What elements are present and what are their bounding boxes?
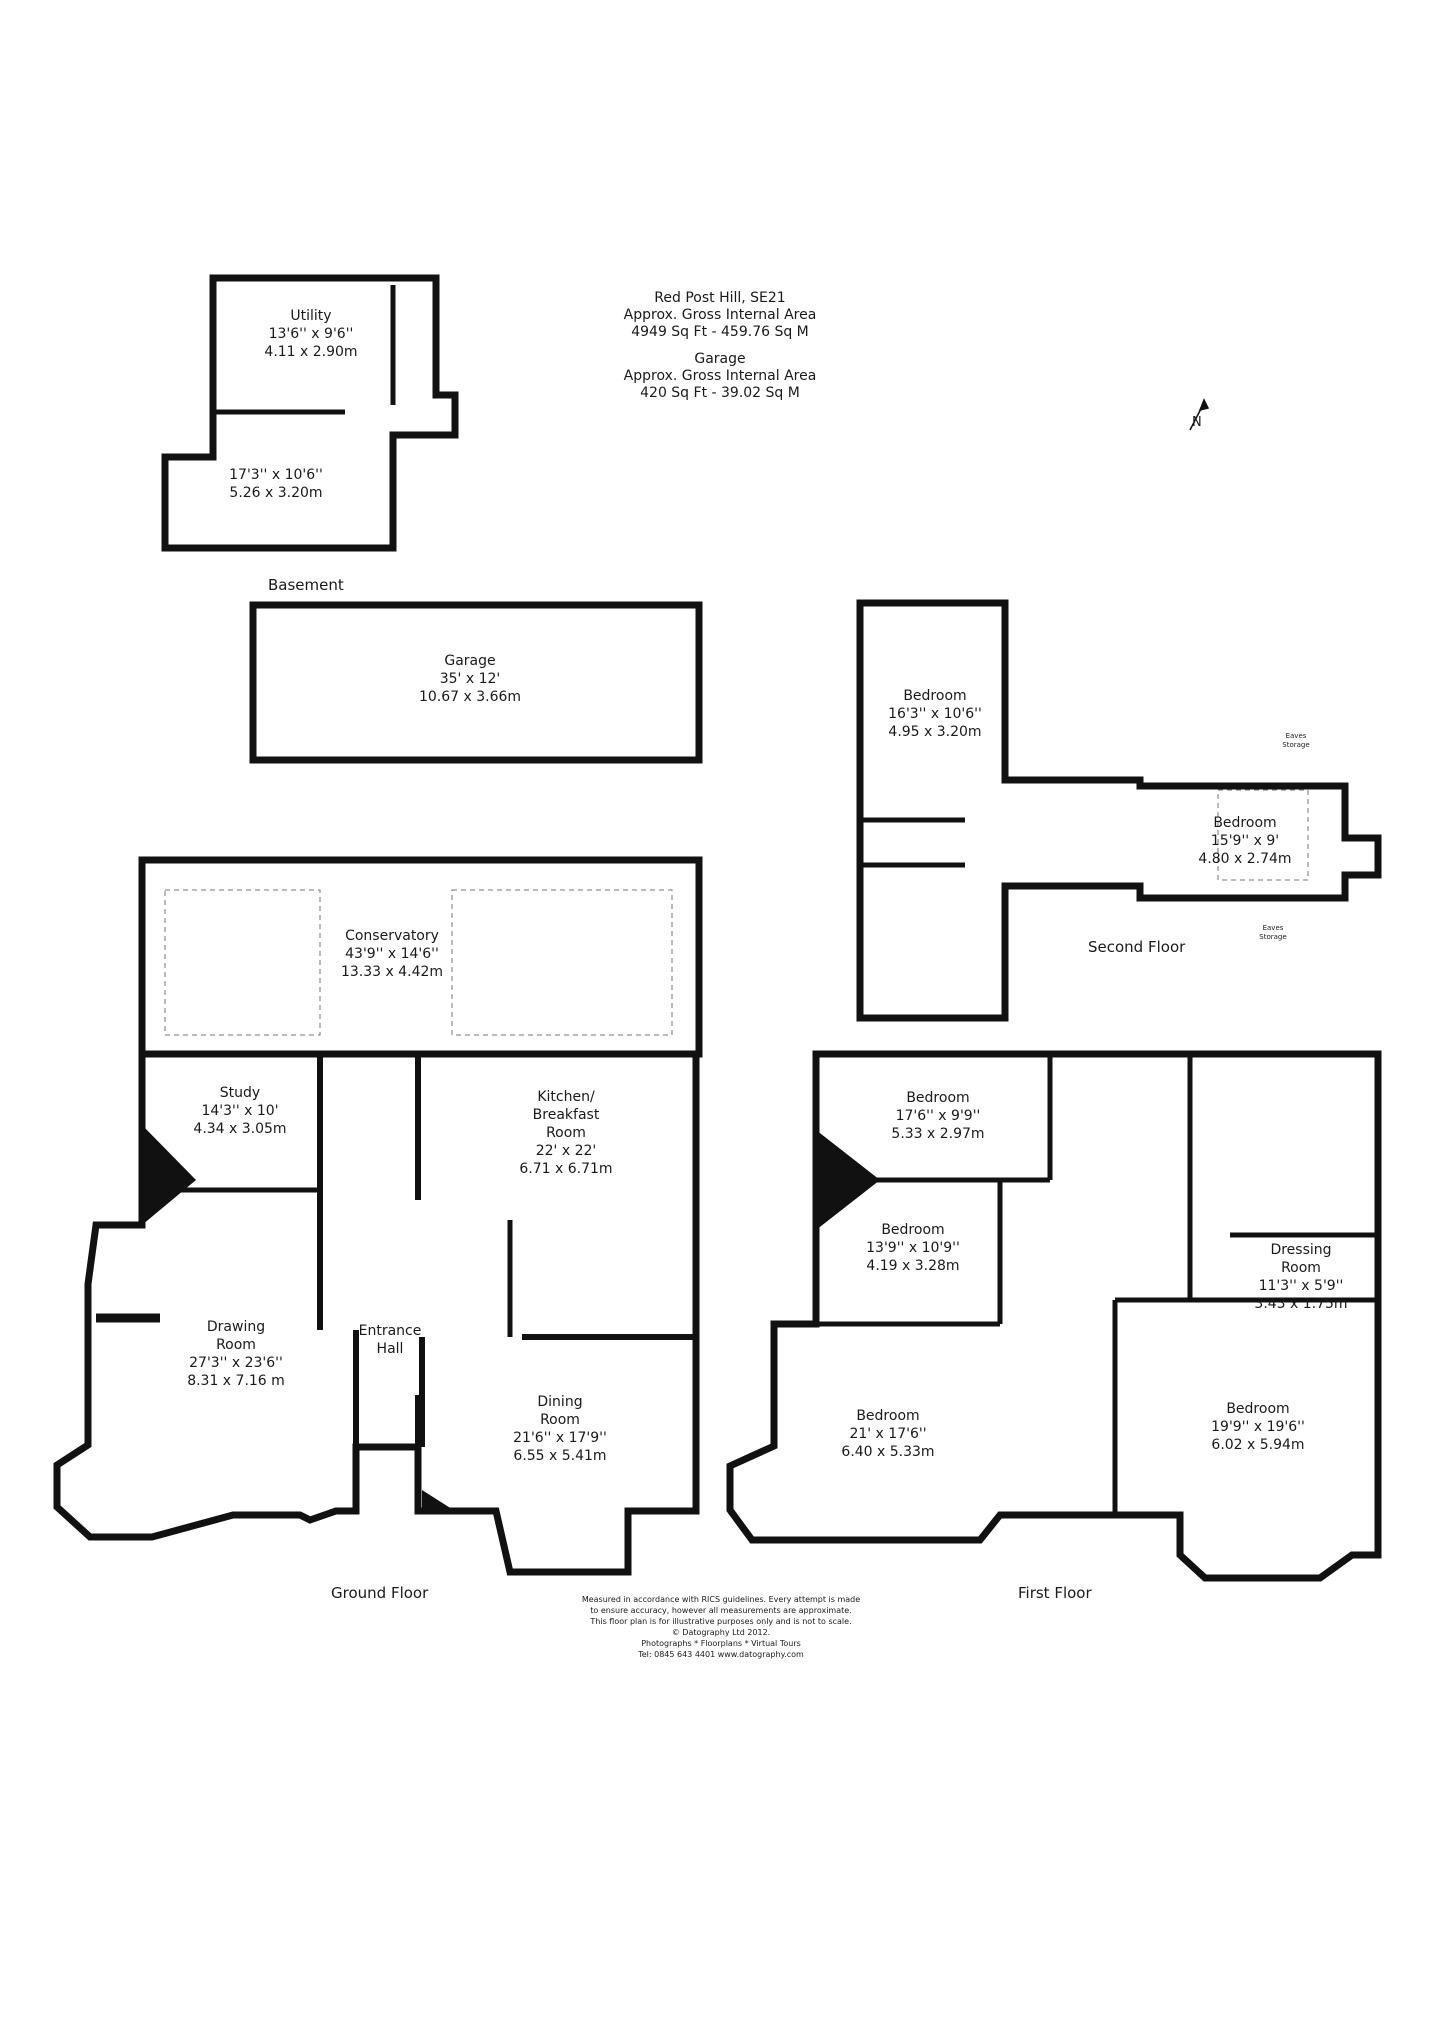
conservatory-roof-left bbox=[164, 889, 321, 1036]
drawing-name-1: Drawing bbox=[207, 1319, 265, 1335]
second-bedroom-2-imperial: 15'9'' x 9' bbox=[1211, 833, 1279, 849]
north-arrow-icon: N bbox=[1189, 398, 1210, 431]
first-bedroom-4-name: Bedroom bbox=[1226, 1401, 1289, 1417]
first-bedroom-2-metric: 4.19 x 3.28m bbox=[866, 1258, 959, 1274]
garage-area-title: Garage bbox=[694, 351, 746, 367]
dressing-name-1: Dressing bbox=[1270, 1242, 1331, 1258]
house-area-value: 4949 Sq Ft - 459.76 Sq M bbox=[631, 324, 809, 340]
conservatory-roof-right bbox=[451, 889, 673, 1036]
drawing-metric: 8.31 x 7.16 m bbox=[187, 1373, 285, 1389]
dressing-metric: 3.43 x 1.75m bbox=[1254, 1296, 1347, 1312]
first-bedroom-2-name: Bedroom bbox=[881, 1222, 944, 1238]
second-bedroom-1-imperial: 16'3'' x 10'6'' bbox=[888, 706, 982, 722]
dining-name-1: Dining bbox=[537, 1394, 582, 1410]
first-bedroom-3-metric: 6.40 x 5.33m bbox=[841, 1444, 934, 1460]
eaves-storage-2-line1: Eaves bbox=[1263, 924, 1284, 932]
chimney-first bbox=[816, 1130, 880, 1230]
first-floor-walls bbox=[726, 1050, 1382, 1582]
dining-name-2: Room bbox=[540, 1412, 580, 1428]
study-metric: 4.34 x 3.05m bbox=[193, 1121, 286, 1137]
second-floor-label: Second Floor bbox=[1088, 938, 1186, 956]
ground-floor-label: Ground Floor bbox=[331, 1584, 429, 1602]
entrance-name-1: Entrance bbox=[359, 1323, 422, 1339]
disclaimer-line-1: Measured in accordance with RICS guideli… bbox=[581, 1595, 861, 1604]
house-area-label: Approx. Gross Internal Area bbox=[623, 307, 817, 323]
basement-room-metric: 5.26 x 3.20m bbox=[229, 485, 322, 501]
chimney-study bbox=[142, 1125, 196, 1225]
garage-walls bbox=[249, 601, 703, 764]
eaves-storage-1-line1: Eaves bbox=[1286, 732, 1307, 740]
disclaimer-line-5: Photographs * Floorplans * Virtual Tours bbox=[641, 1639, 801, 1648]
first-bedroom-1-imperial: 17'6'' x 9'9'' bbox=[896, 1108, 981, 1124]
first-bedroom-4-metric: 6.02 x 5.94m bbox=[1211, 1437, 1304, 1453]
chimney-dining bbox=[422, 1490, 455, 1511]
drawing-imperial: 27'3'' x 23'6'' bbox=[189, 1355, 283, 1371]
dining-metric: 6.55 x 5.41m bbox=[513, 1448, 606, 1464]
first-bedroom-4-imperial: 19'9'' x 19'6'' bbox=[1211, 1419, 1305, 1435]
first-bedroom-1-metric: 5.33 x 2.97m bbox=[891, 1126, 984, 1142]
entrance-name-2: Hall bbox=[377, 1341, 404, 1357]
dining-imperial: 21'6'' x 17'9'' bbox=[513, 1430, 607, 1446]
conservatory-name: Conservatory bbox=[345, 928, 439, 944]
second-bedroom-1-name: Bedroom bbox=[903, 688, 966, 704]
second-bedroom-2-metric: 4.80 x 2.74m bbox=[1198, 851, 1291, 867]
garage-area-value: 420 Sq Ft - 39.02 Sq M bbox=[640, 385, 800, 401]
second-bedroom-2-name: Bedroom bbox=[1213, 815, 1276, 831]
study-name: Study bbox=[220, 1085, 260, 1101]
garage-area-label: Approx. Gross Internal Area bbox=[623, 368, 817, 384]
disclaimer-line-6: Tel: 0845 643 4401 www.datography.com bbox=[638, 1650, 804, 1659]
disclaimer-line-3: This floor plan is for illustrative purp… bbox=[590, 1617, 852, 1626]
kitchen-metric: 6.71 x 6.71m bbox=[519, 1161, 612, 1177]
dressing-name-2: Room bbox=[1281, 1260, 1321, 1276]
garage-name: Garage bbox=[444, 653, 495, 669]
utility-imperial: 13'6'' x 9'6'' bbox=[269, 326, 354, 342]
second-bedroom-1-metric: 4.95 x 3.20m bbox=[888, 724, 981, 740]
kitchen-imperial: 22' x 22' bbox=[536, 1143, 597, 1159]
north-arrow-label: N bbox=[1192, 415, 1202, 430]
garage-metric: 10.67 x 3.66m bbox=[419, 689, 521, 705]
conservatory-metric: 13.33 x 4.42m bbox=[341, 964, 443, 980]
disclaimer-line-2: to ensure accuracy, however all measurem… bbox=[590, 1606, 852, 1615]
first-bedroom-2-imperial: 13'9'' x 10'9'' bbox=[866, 1240, 960, 1256]
disclaimer: Measured in accordance with RICS guideli… bbox=[556, 1594, 886, 1660]
basement-room-imperial: 17'3'' x 10'6'' bbox=[229, 467, 323, 483]
second-bed-dash bbox=[1217, 789, 1309, 881]
dressing-imperial: 11'3'' x 5'9'' bbox=[1259, 1278, 1344, 1294]
first-bedroom-1-name: Bedroom bbox=[906, 1090, 969, 1106]
eaves-storage-2-line2: Storage bbox=[1259, 933, 1286, 941]
disclaimer-line-4: © Datography Ltd 2012. bbox=[671, 1628, 771, 1637]
ground-floor-walls bbox=[53, 856, 703, 1576]
first-bedroom-3-name: Bedroom bbox=[856, 1408, 919, 1424]
area-summary: Red Post Hill, SE21 Approx. Gross Intern… bbox=[590, 290, 850, 402]
kitchen-name-1: Kitchen/ bbox=[537, 1089, 595, 1105]
second-floor-walls bbox=[856, 599, 1382, 1022]
kitchen-name-2: Breakfast bbox=[533, 1107, 600, 1123]
first-bedroom-3-imperial: 21' x 17'6'' bbox=[849, 1426, 926, 1442]
utility-metric: 4.11 x 2.90m bbox=[264, 344, 357, 360]
drawing-name-2: Room bbox=[216, 1337, 256, 1353]
conservatory-imperial: 43'9'' x 14'6'' bbox=[345, 946, 439, 962]
garage-imperial: 35' x 12' bbox=[440, 671, 501, 687]
eaves-storage-1-line2: Storage bbox=[1282, 741, 1309, 749]
basement-label: Basement bbox=[268, 576, 344, 594]
study-imperial: 14'3'' x 10' bbox=[201, 1103, 278, 1119]
property-address: Red Post Hill, SE21 bbox=[654, 290, 786, 306]
utility-name: Utility bbox=[290, 308, 331, 324]
basement-walls bbox=[161, 274, 459, 552]
first-floor-label: First Floor bbox=[1018, 1584, 1092, 1602]
kitchen-name-3: Room bbox=[546, 1125, 586, 1141]
